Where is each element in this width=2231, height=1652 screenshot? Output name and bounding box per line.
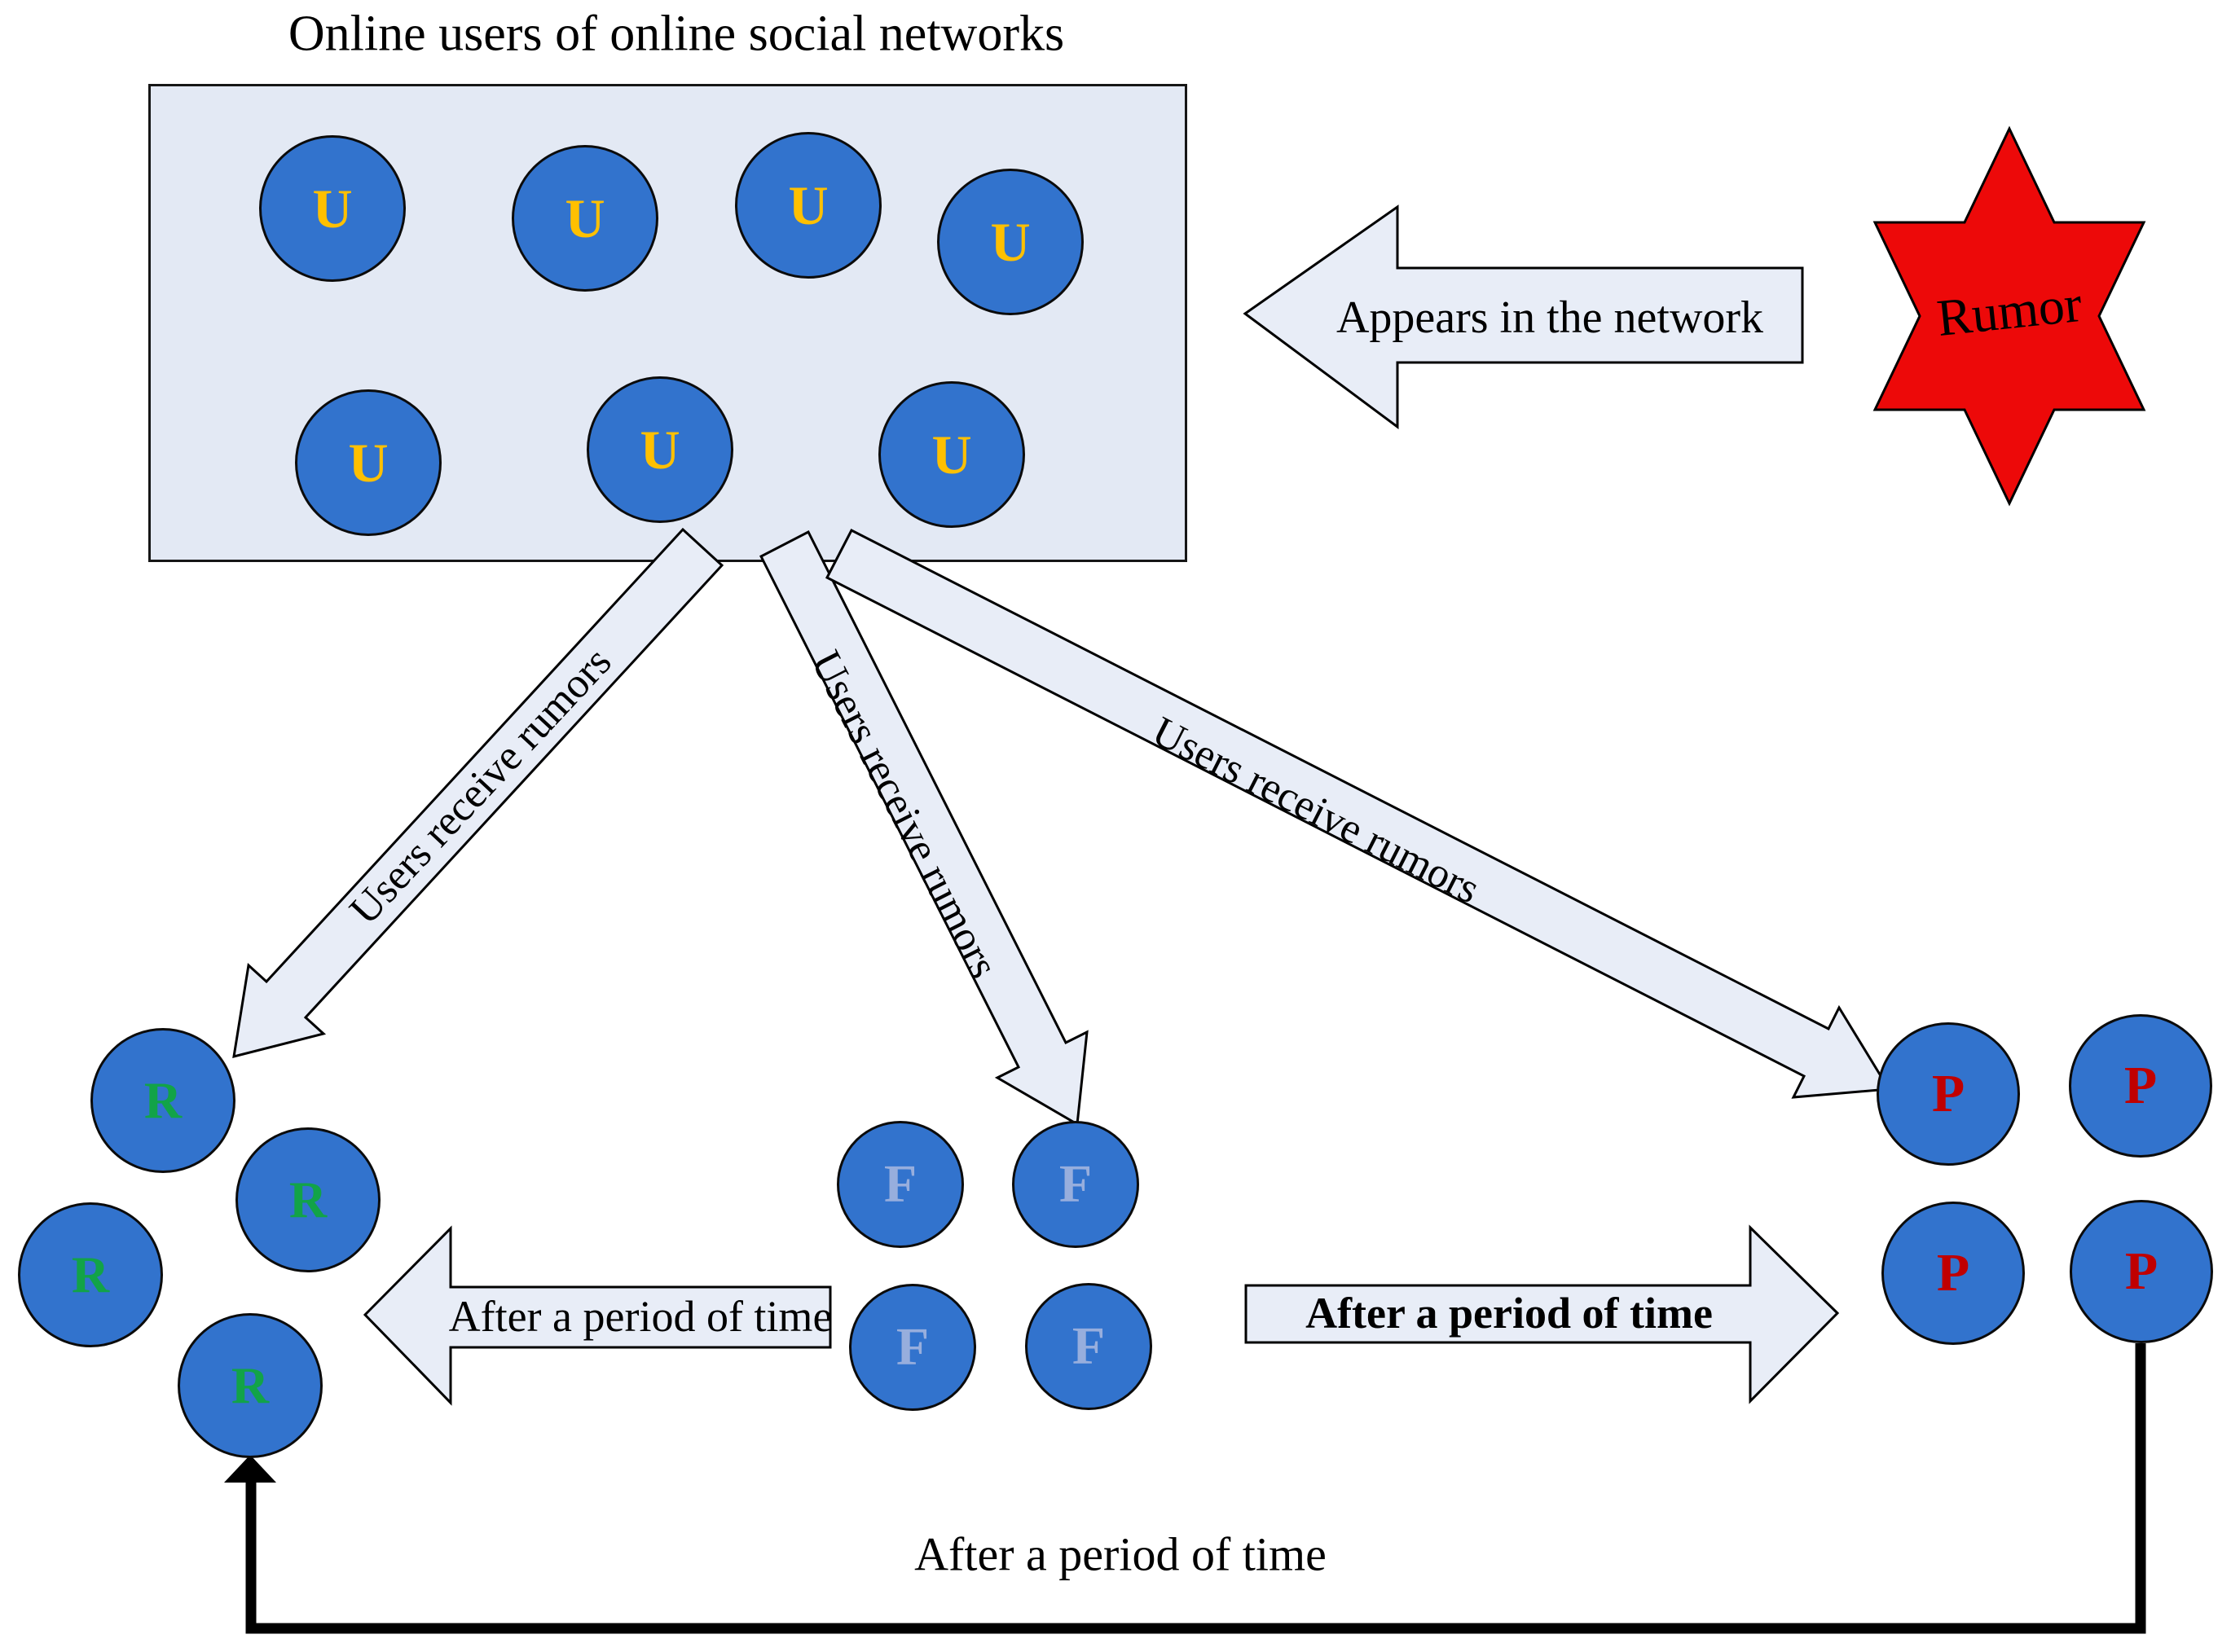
bottom-period-caption: After a period of time [914,1527,1327,1581]
p-node-label: P [2123,1056,2158,1115]
p-node-label: P [1936,1243,1970,1303]
user-node-label: U [990,211,1031,273]
user-node-label: U [348,432,389,494]
user-node-label: U [788,174,829,236]
r-node-label: R [288,1171,328,1228]
r-node-label: R [231,1356,270,1414]
user-node: U [878,381,1025,528]
period-arrow-right-label: After a period of time [1305,1289,1713,1338]
p-node: P [1881,1202,2025,1345]
r-node: R [178,1313,323,1458]
appears-arrow-label: Appears in the network [1336,292,1764,343]
feedback-path [245,1343,2146,1634]
user-node: U [735,132,882,279]
p-node: P [2069,1014,2212,1158]
period-arrow-left-label: After a period of time [448,1292,833,1341]
receive-arrow-right [825,528,1891,1099]
receive-arrow-left [232,527,724,1059]
f-node-label: F [1058,1154,1093,1214]
user-node: U [587,376,733,523]
f-node: F [1025,1283,1152,1410]
f-node-label: F [883,1154,917,1214]
diagram-title: Online users of online social networks [288,6,1065,62]
period-arrow-right [1244,1224,1840,1404]
p-node-label: P [1931,1064,1965,1123]
p-node-label: P [2124,1241,2158,1301]
f-node-label: F [895,1317,930,1377]
appears-arrow [1243,204,1804,429]
user-node-label: U [931,424,972,485]
user-node: U [512,145,658,292]
user-node: U [295,389,442,536]
r-node: R [18,1202,163,1347]
r-node-label: R [143,1071,183,1129]
f-node: F [837,1121,964,1248]
f-node: F [849,1284,976,1411]
r-node-label: R [71,1246,110,1303]
user-node-label: U [565,187,605,249]
rumor-star [1872,125,2146,507]
user-node: U [937,169,1084,315]
feedback-arrowhead-icon [224,1455,276,1483]
r-node: R [90,1028,235,1173]
user-node-label: U [312,178,353,239]
receive-arrow-middle [759,529,1089,1127]
r-node: R [235,1127,381,1272]
p-node: P [1877,1022,2020,1166]
f-node: F [1012,1121,1139,1248]
p-node: P [2070,1200,2213,1343]
user-node-label: U [640,419,680,481]
period-arrow-left [363,1225,832,1406]
user-node: U [259,135,406,282]
f-node-label: F [1071,1316,1106,1376]
